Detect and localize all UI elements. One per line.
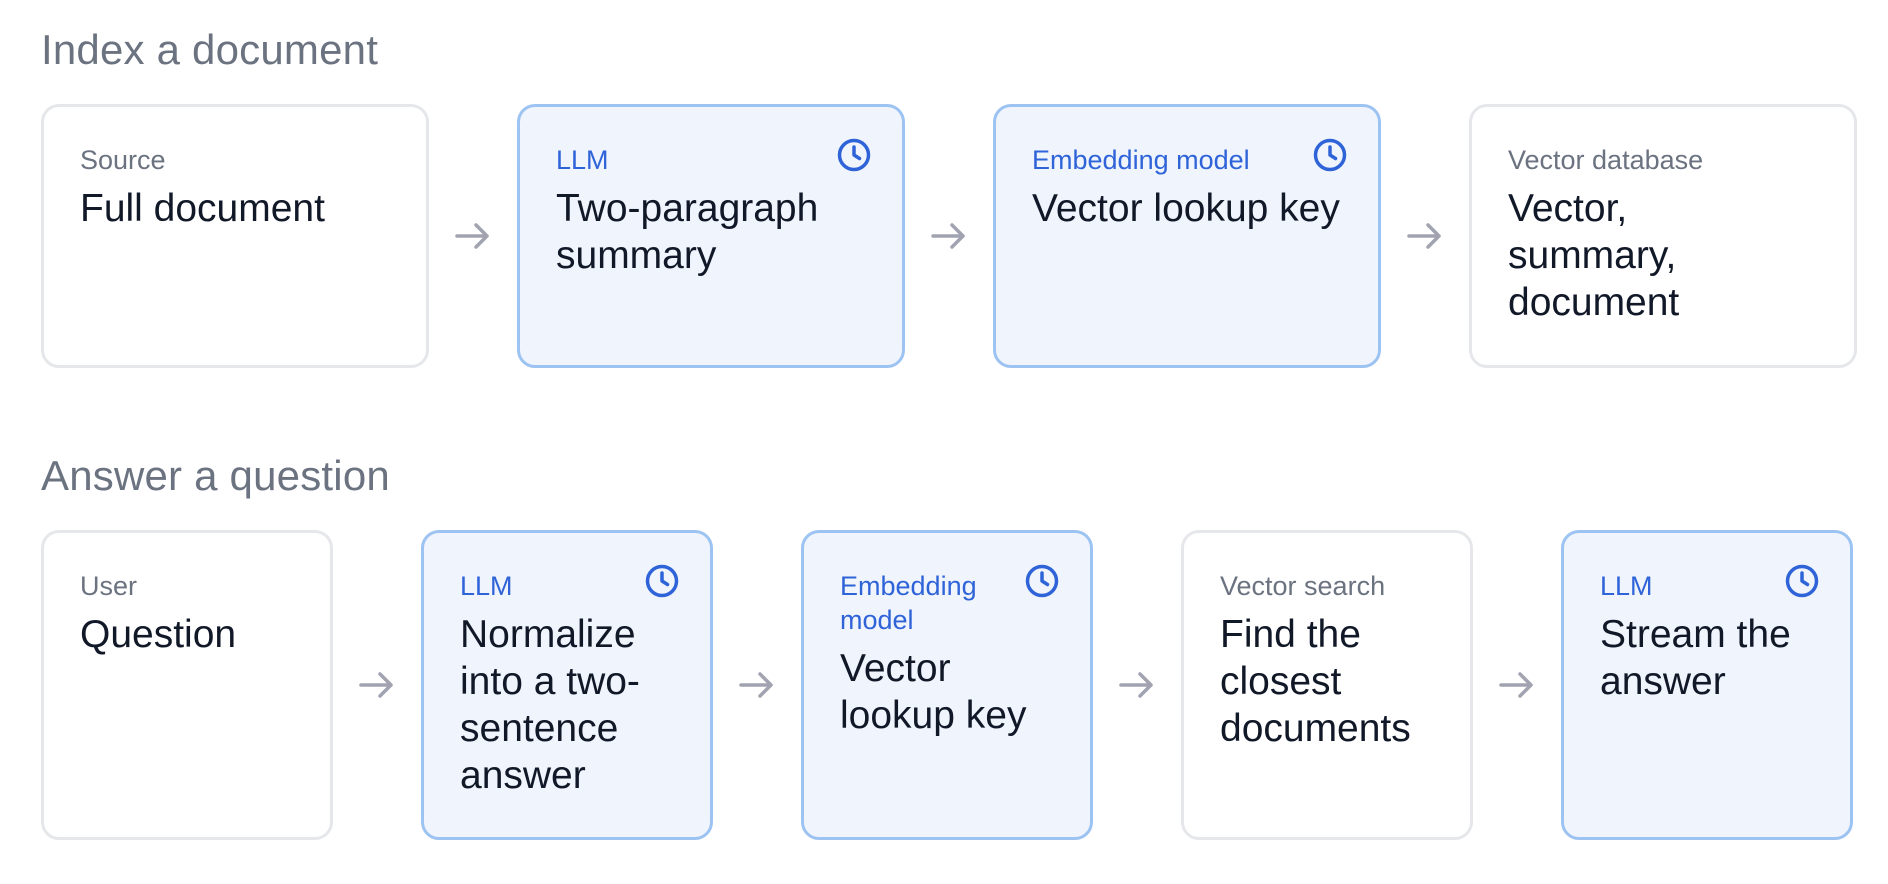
arrow-right-icon xyxy=(1473,530,1561,840)
step-label: Vector lookup key xyxy=(840,647,1027,737)
step-kind: LLM xyxy=(1600,571,1653,601)
step-label: Stream the answer xyxy=(1600,613,1791,703)
step-embedding: Embedding model Vector lookup key xyxy=(993,104,1381,368)
step-label: Vector lookup key xyxy=(1032,187,1340,230)
step-label: Full document xyxy=(80,187,325,230)
step-kind: Source xyxy=(80,145,166,175)
step-kind: Embedding model xyxy=(1032,145,1250,175)
step-vector-database: Vector database Vector, summary, documen… xyxy=(1469,104,1857,368)
clock-icon xyxy=(837,138,871,172)
step-llm-stream: LLM Stream the answer xyxy=(1561,530,1853,840)
step-kind: LLM xyxy=(460,571,513,601)
arrow-right-icon xyxy=(905,104,993,368)
step-kind: Embedding model xyxy=(840,571,977,635)
answer-pipeline: User Question LLM Normalize into a two-s… xyxy=(41,530,1853,840)
clock-icon xyxy=(645,564,679,598)
step-label: Vector, summary, document xyxy=(1508,187,1680,324)
section-title-answer: Answer a question xyxy=(41,452,390,499)
step-embedding: Embedding model Vector lookup key xyxy=(801,530,1093,840)
step-label: Question xyxy=(80,613,237,656)
section-title-index: Index a document xyxy=(41,26,379,73)
clock-icon xyxy=(1313,138,1347,172)
arrow-right-icon xyxy=(429,104,517,368)
step-user: User Question xyxy=(41,530,333,840)
arrow-right-icon xyxy=(1381,104,1469,368)
arrow-right-icon xyxy=(333,530,421,840)
step-label: Find the closest documents xyxy=(1220,613,1411,750)
clock-icon xyxy=(1025,564,1059,598)
arrow-right-icon xyxy=(713,530,801,840)
step-vector-search: Vector search Find the closest documents xyxy=(1181,530,1473,840)
step-label: Two-paragraph summary xyxy=(556,187,819,277)
step-llm-summary: LLM Two-paragraph summary xyxy=(517,104,905,368)
step-kind: User xyxy=(80,571,138,601)
arrow-right-icon xyxy=(1093,530,1181,840)
clock-icon xyxy=(1785,564,1819,598)
step-kind: Vector search xyxy=(1220,571,1386,601)
step-source: Source Full document xyxy=(41,104,429,368)
step-llm-normalize: LLM Normalize into a two-sentence answer xyxy=(421,530,713,840)
index-pipeline: Source Full document LLM Two-paragraph s… xyxy=(41,104,1857,368)
step-label: Normalize into a two-sentence answer xyxy=(460,613,640,797)
step-kind: Vector database xyxy=(1508,145,1704,175)
step-kind: LLM xyxy=(556,145,609,175)
